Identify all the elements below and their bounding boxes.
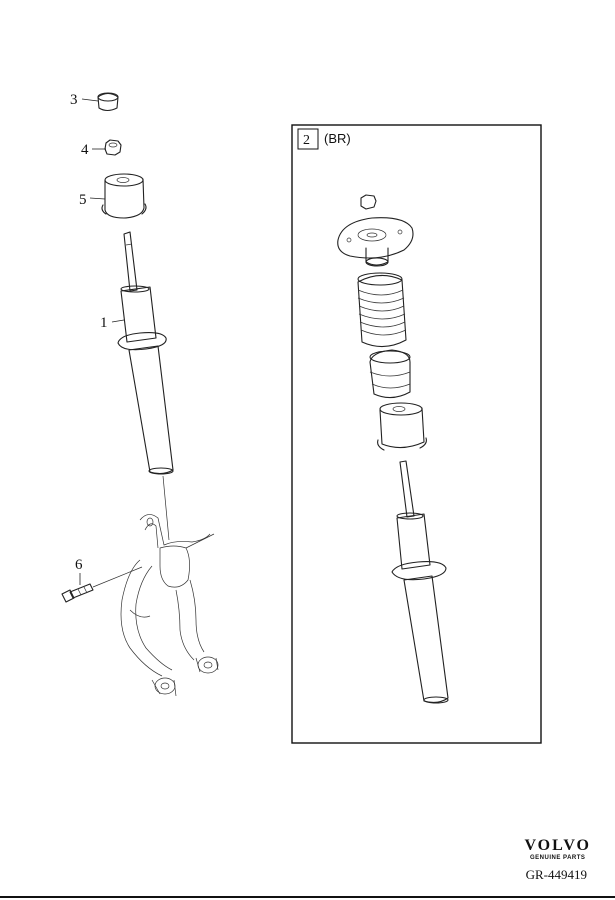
genuine-parts-text: GENUINE PARTS [530, 855, 586, 861]
volvo-logo-text: VOLVO [524, 837, 591, 854]
part-5-top-mount: 5 [79, 173, 147, 219]
part-4-nut: 4 [81, 139, 122, 158]
bottom-rule [0, 896, 615, 898]
knuckle-bracket [120, 514, 219, 697]
callout-1: 1 [100, 315, 108, 331]
callout-5: 5 [79, 192, 87, 208]
inset-number: 2 [303, 133, 310, 148]
inset-br: 2 (BR) [291, 124, 542, 744]
part-1-shock-absorber: 1 [100, 231, 174, 541]
inset-label: (BR) [324, 131, 351, 146]
volvo-brand-mark: VOLVO GENUINE PARTS [524, 838, 591, 862]
callout-3: 3 [70, 92, 78, 108]
diagram-reference: GR-449419 [525, 867, 587, 882]
callout-4: 4 [81, 142, 89, 158]
callout-6: 6 [75, 557, 83, 573]
part-6-bolt: 6 [61, 557, 143, 603]
part-3-dust-cap: 3 [70, 92, 119, 112]
